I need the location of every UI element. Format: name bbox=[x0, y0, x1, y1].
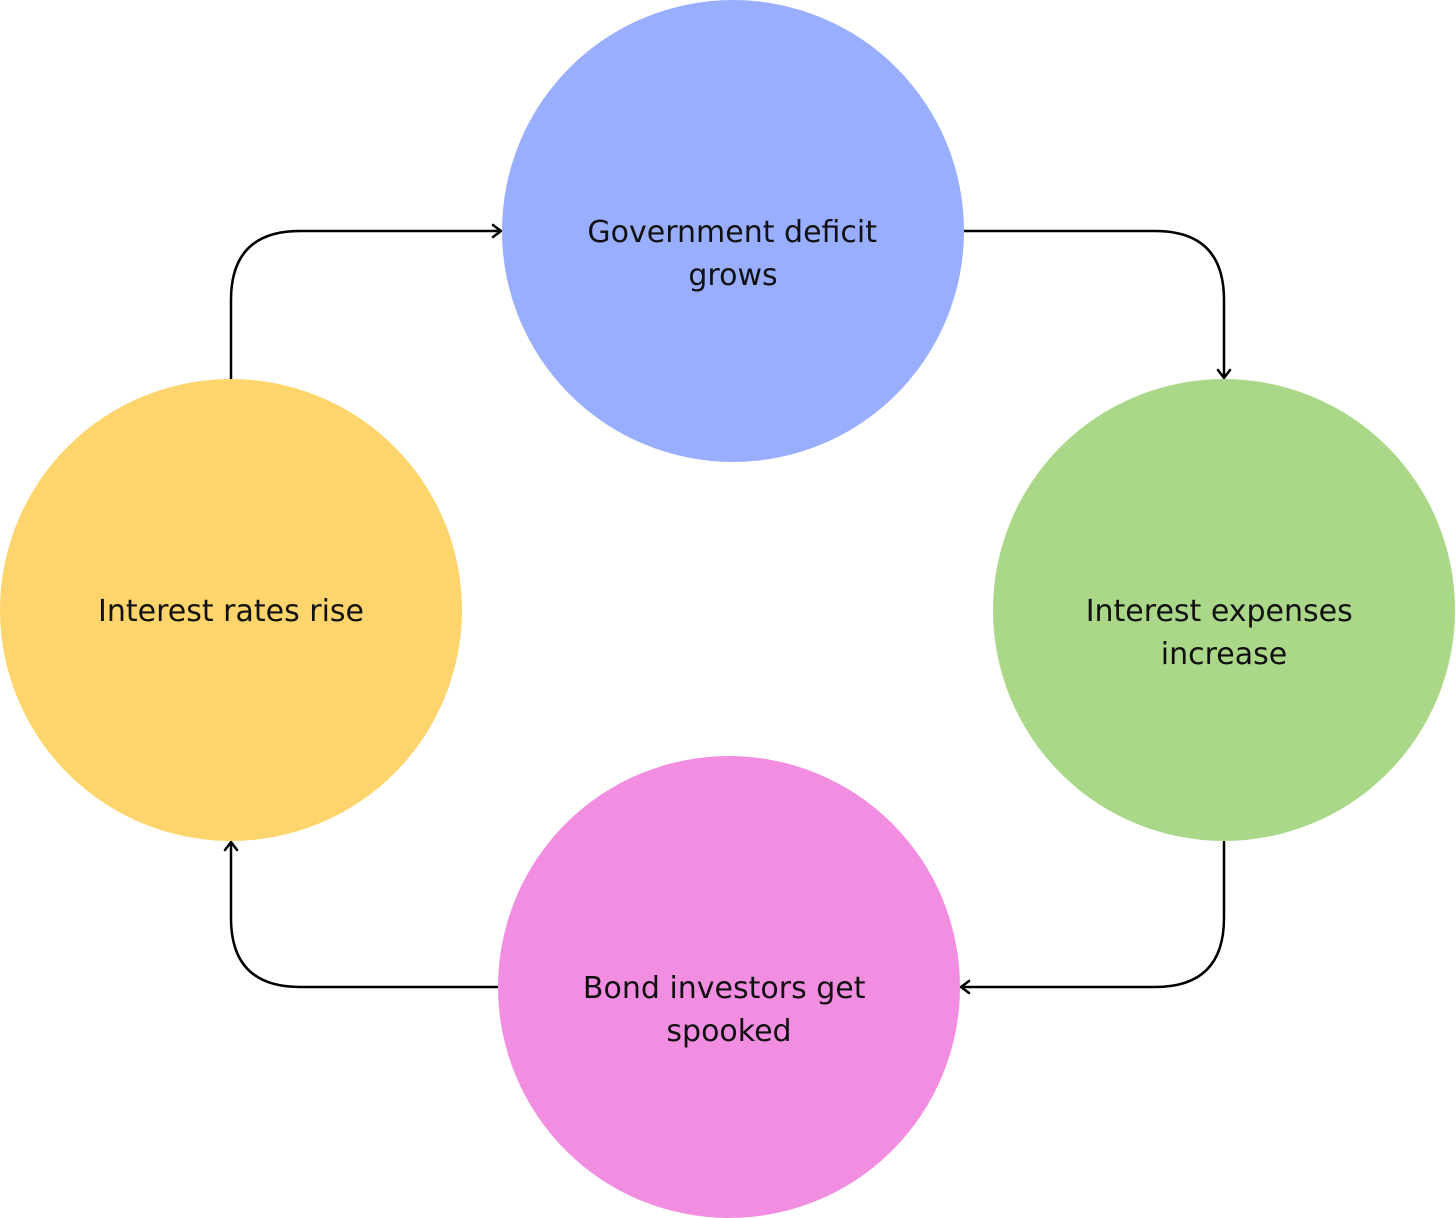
connectors bbox=[223, 223, 1232, 995]
node-label-line: spooked bbox=[666, 1014, 791, 1049]
node-label-line: Government deficit bbox=[587, 215, 877, 250]
arrowhead-up-icon bbox=[223, 840, 239, 852]
connector-line bbox=[229, 229, 502, 382]
node-label-line: Bond investors get bbox=[583, 971, 866, 1006]
node-circle bbox=[993, 379, 1455, 841]
node-label-line: Interest expenses bbox=[1086, 594, 1353, 629]
edge-rates-to-deficit bbox=[229, 223, 503, 382]
node-label-line: grows bbox=[688, 258, 777, 293]
edge-deficit-to-expenses bbox=[962, 229, 1232, 380]
node-label: Government deficit grows bbox=[587, 215, 886, 293]
node-circle bbox=[0, 379, 462, 841]
node-label-line: Interest rates rise bbox=[98, 594, 364, 629]
edge-expenses-to-bond bbox=[959, 840, 1226, 995]
node-circle bbox=[502, 0, 964, 462]
edge-bond-to-rates bbox=[223, 840, 499, 989]
arrowhead-left-icon bbox=[959, 979, 971, 995]
node-bond-investors: Bond investors get spooked bbox=[498, 756, 960, 1218]
connector-line bbox=[960, 840, 1226, 989]
node-label: Bond investors get spooked bbox=[583, 971, 875, 1049]
connector-line bbox=[962, 229, 1226, 379]
connector-line bbox=[229, 841, 499, 989]
node-government-deficit: Government deficit grows bbox=[502, 0, 964, 462]
node-interest-expenses: Interest expenses increase bbox=[993, 379, 1455, 841]
node-label-line: increase bbox=[1161, 637, 1287, 672]
node-label: Interest rates rise bbox=[98, 594, 364, 629]
node-interest-rates: Interest rates rise bbox=[0, 379, 462, 841]
node-label: Interest expenses increase bbox=[1086, 594, 1363, 672]
arrowhead-right-icon bbox=[491, 223, 503, 239]
node-circle bbox=[498, 756, 960, 1218]
arrowhead-down-icon bbox=[1216, 368, 1232, 380]
